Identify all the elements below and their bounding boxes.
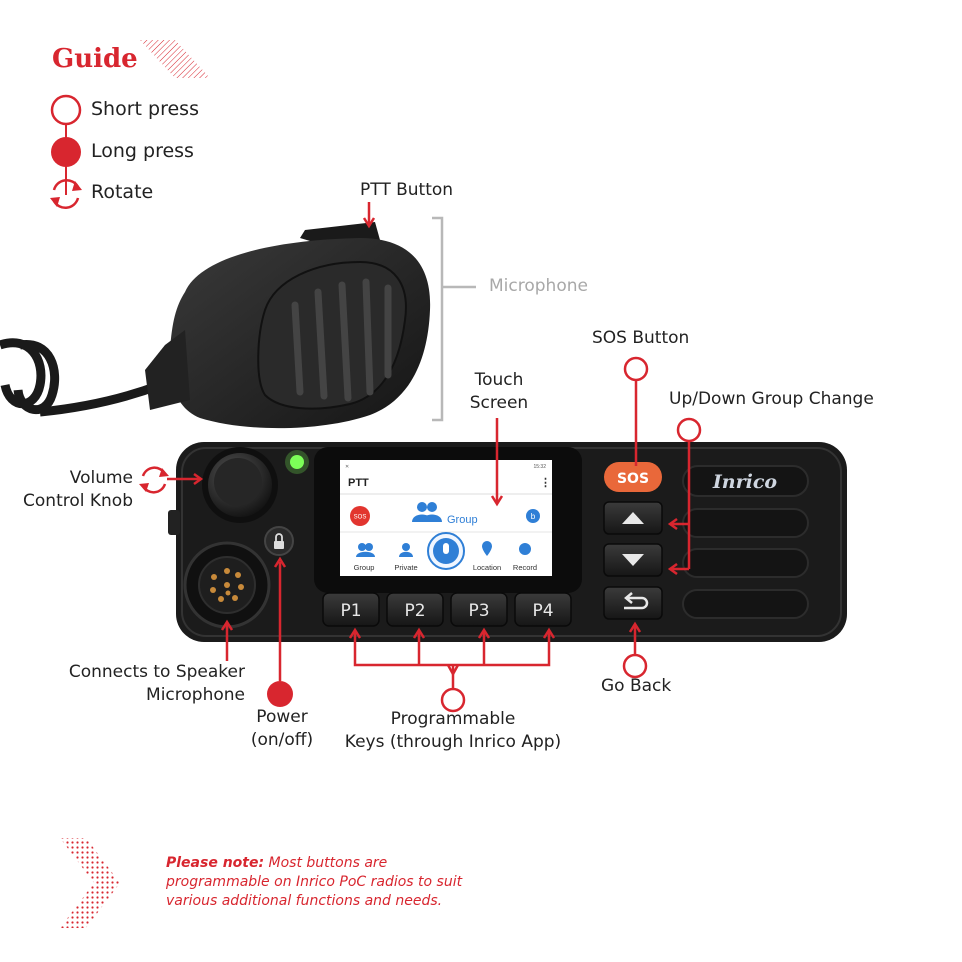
power-long-press-icon <box>267 681 293 707</box>
volume-knob <box>202 447 278 523</box>
programmable-keys: P1 P2 P3 P4 <box>322 592 572 627</box>
guide-hatch <box>140 40 210 78</box>
callout-markers <box>139 356 702 713</box>
label-sos-button: SOS Button <box>592 328 690 348</box>
key-p3[interactable] <box>450 592 508 627</box>
guide-long-press-label: Long press <box>91 140 194 162</box>
menu-icon: ⋮ <box>540 477 551 489</box>
guide-rotate-label: Rotate <box>91 181 154 203</box>
brand-logo: Inrico <box>712 471 777 493</box>
screen-time: 15:32 <box>533 464 546 470</box>
note-body: Most buttons are programmable on Inrico … <box>166 855 463 909</box>
long-press-icon <box>51 137 81 167</box>
tab-record-icon <box>519 543 531 555</box>
back-arrow-icon <box>624 592 649 610</box>
tab-location-icon <box>482 541 492 556</box>
guide-legend <box>50 94 82 210</box>
note-text: Please note: Most buttons are programmab… <box>166 854 486 911</box>
updown-short-press-icon <box>676 417 702 443</box>
svg-text:P4: P4 <box>532 601 553 621</box>
short-press-icon <box>50 94 82 126</box>
tab-group-icon <box>358 543 366 551</box>
group-icon <box>412 502 442 522</box>
nav-keys <box>603 501 663 620</box>
rotate-icon <box>50 178 82 210</box>
svg-text:P3: P3 <box>468 601 489 621</box>
down-arrow-icon <box>622 554 644 566</box>
back-key[interactable] <box>603 586 663 620</box>
svg-text:SOS: SOS <box>354 515 367 521</box>
power-button[interactable] <box>264 526 294 556</box>
svg-text:Private: Private <box>394 563 417 572</box>
screen-group-label: Group <box>447 514 478 526</box>
guide-title: Guide <box>52 44 138 74</box>
label-updown-group: Up/Down Group Change <box>669 389 874 409</box>
label-speaker-mic: Connects to Speaker Microphone <box>68 662 245 705</box>
volume-rotate-icon <box>139 466 169 494</box>
lock-icon <box>274 541 284 549</box>
led-indicator-icon <box>290 455 304 469</box>
svg-text:Record: Record <box>513 563 537 572</box>
svg-text:P2: P2 <box>404 601 425 621</box>
note-bold: Please note: <box>166 855 265 871</box>
keys-short-press-icon <box>440 687 466 713</box>
note-chevron-icon <box>60 838 120 928</box>
svg-text:Location: Location <box>473 563 501 572</box>
goback-short-press-icon <box>622 653 648 679</box>
screen-app-title: PTT <box>348 477 369 489</box>
svg-text:✕: ✕ <box>345 464 349 470</box>
microphone <box>145 222 431 429</box>
sos-badge <box>350 506 370 526</box>
guide-short-press-label: Short press <box>91 98 199 120</box>
screen-content: ✕ 15:32 PTT ⋮ SOS Group b Group Private … <box>340 464 552 572</box>
svg-text:P1: P1 <box>340 601 361 621</box>
svg-text:b: b <box>531 512 536 521</box>
callout-lines <box>167 202 691 688</box>
microphone-bracket <box>432 216 476 422</box>
tab-private-icon <box>402 543 410 551</box>
sos-key[interactable] <box>604 462 662 492</box>
label-microphone: Microphone <box>489 276 588 296</box>
label-go-back: Go Back <box>601 676 672 696</box>
key-p2[interactable] <box>386 592 444 627</box>
label-touch-screen: Touch Screen <box>469 370 529 413</box>
speaker-grille <box>682 508 809 619</box>
coiled-cable-icon <box>0 338 162 417</box>
bluetooth-icon <box>526 509 540 523</box>
label-power: Power (on/off) <box>250 707 314 750</box>
label-programmable-keys: Programmable Keys (through Inrico App) <box>344 709 562 752</box>
label-volume-knob: Volume Control Knob <box>23 468 133 511</box>
svg-text:SOS: SOS <box>617 471 649 487</box>
svg-text:Group: Group <box>354 563 375 572</box>
key-p1[interactable] <box>322 592 380 627</box>
label-ptt-button: PTT Button <box>360 180 454 200</box>
up-arrow-icon <box>622 512 644 524</box>
sos-short-press-icon <box>623 356 649 382</box>
speaker-connector <box>183 541 271 629</box>
key-p4[interactable] <box>514 592 572 627</box>
